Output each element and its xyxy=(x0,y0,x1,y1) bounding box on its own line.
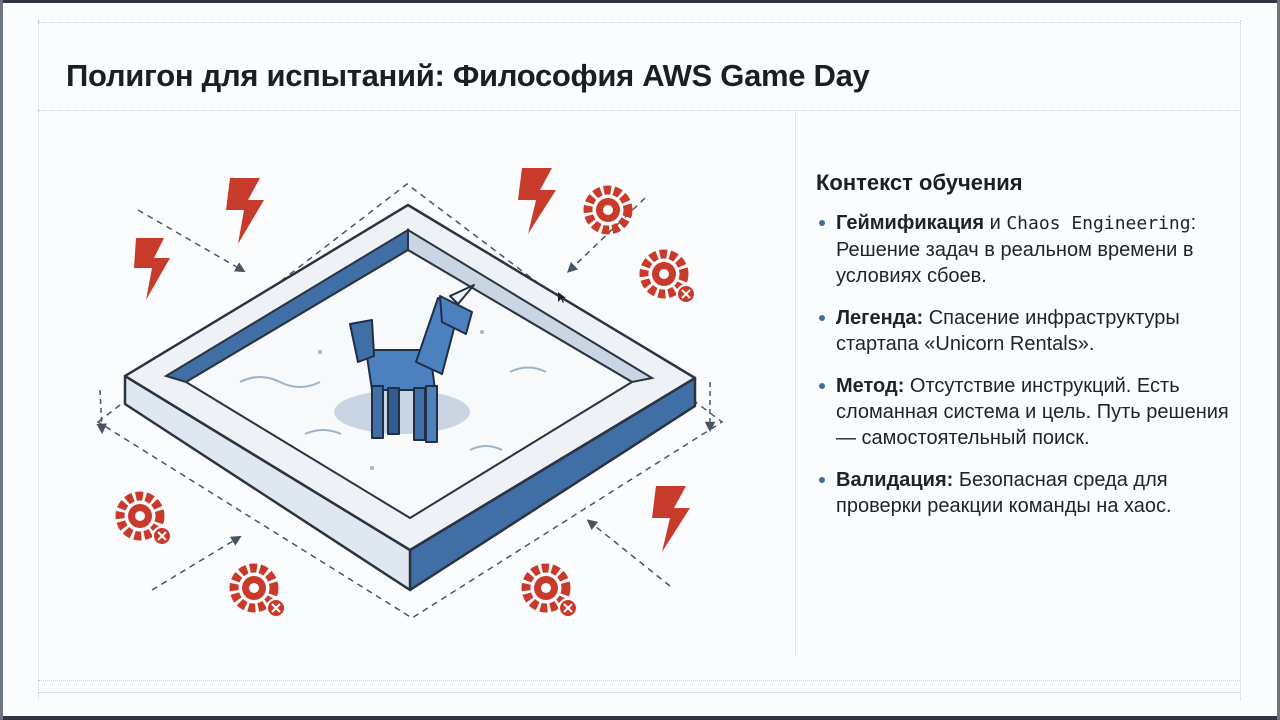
context-panel: Контекст обучения Геймификация и Chaos E… xyxy=(816,170,1236,535)
panel-heading: Контекст обучения xyxy=(816,170,1023,195)
window-frame-left xyxy=(0,0,3,720)
sand-ripple xyxy=(239,376,321,388)
window-frame-bottom xyxy=(0,716,1280,720)
arrow xyxy=(586,519,671,587)
ruler-bottom xyxy=(38,692,1240,693)
lightning-bolt-icon xyxy=(518,168,556,234)
unicorn-figure xyxy=(334,284,475,443)
arrow xyxy=(151,535,242,591)
sand-ripple xyxy=(304,429,342,435)
layout-guide-column xyxy=(795,110,796,655)
layout-guide-bottom xyxy=(38,680,1240,681)
list-item-legend: Легенда: Спасение инфраструктуры стартап… xyxy=(816,305,1236,357)
context-list: Геймификация и Chaos Engineering: Решени… xyxy=(816,210,1236,519)
lightning-bolt-icon xyxy=(134,238,170,300)
arrow xyxy=(137,209,246,273)
layout-guide-left xyxy=(38,20,39,700)
layout-guide-right xyxy=(1240,20,1241,700)
window-frame-right xyxy=(1277,0,1280,720)
broken-gear-icon xyxy=(229,563,286,618)
sand-ripple xyxy=(509,366,547,373)
list-item-validation: Валидация: Безопасная среда для проверки… xyxy=(816,467,1236,519)
window-frame-top xyxy=(0,0,1280,3)
dashed-boundary xyxy=(96,183,724,619)
list-item-gamification: Геймификация и Chaos Engineering: Решени… xyxy=(816,210,1236,289)
arrow xyxy=(96,389,107,435)
broken-gear-icon xyxy=(639,249,696,304)
sandbox-illustration xyxy=(96,168,724,619)
broken-gear-icon xyxy=(115,491,172,546)
layout-guide-title xyxy=(38,110,1240,111)
lightning-bolt-icon xyxy=(226,178,264,244)
lightning-bolt-icon xyxy=(652,486,690,552)
layout-guide-top xyxy=(38,22,1240,23)
broken-gear-icon xyxy=(583,185,633,235)
mouse-cursor-icon xyxy=(558,292,566,303)
broken-gear-icon xyxy=(521,563,578,618)
page-title: Полигон для испытаний: Философия AWS Gam… xyxy=(66,58,870,93)
list-item-method: Метод: Отсутствие инструкций. Есть слома… xyxy=(816,373,1236,451)
sand-ripple xyxy=(469,445,503,451)
